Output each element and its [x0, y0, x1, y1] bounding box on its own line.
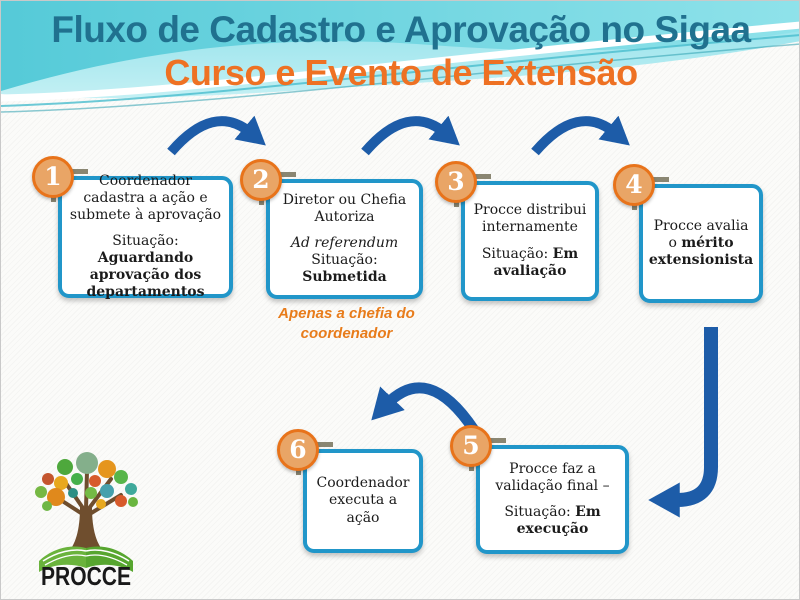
step-3: Procce distribui internamente Situação: …	[435, 161, 599, 301]
step-2-note: Apenas a chefia do coordenador	[278, 305, 415, 342]
step-1: Coordenador cadastra a ação e submete à …	[32, 156, 233, 301]
step-5-status: Situação: Em execução	[504, 504, 601, 538]
step-4: Procce avalia o mérito extensionista 4	[613, 164, 763, 303]
procce-logo: PROCCE	[35, 452, 138, 589]
arrow-step1-to-step2	[167, 115, 266, 156]
arrow-step4-to-step5	[648, 327, 718, 518]
slide-title: Fluxo de Cadastro e Aprovação no Sigaa	[51, 9, 751, 50]
step-5-number-badge: 5	[450, 425, 492, 467]
step-5: Procce faz a validação final – Situação:…	[450, 425, 629, 554]
step-5-text: Procce faz a validação final –	[495, 460, 610, 494]
step-6-number-badge: 6	[277, 429, 319, 471]
tree-foliage-dots	[35, 452, 138, 511]
step-1-text: Coordenador cadastra a ação e submete à …	[69, 172, 222, 223]
step-2-detail: Ad referendum Situação: Submetida	[290, 234, 399, 286]
step-3-number-badge: 3	[435, 161, 477, 203]
step-1-number-badge: 1	[32, 156, 74, 198]
step-2-number-badge: 2	[240, 159, 282, 201]
header-wave-decoration	[1, 1, 799, 113]
procce-logo-text: PROCCE	[41, 561, 131, 589]
step-2: Diretor ou Chefia Autoriza Ad referendum…	[240, 159, 423, 299]
arrow-step3-to-step4	[531, 115, 630, 156]
step-6: Coordenador executa a ação 6	[277, 429, 423, 553]
tree-trunk	[66, 507, 107, 556]
step-3-text: Procce distribui internamente	[473, 202, 587, 236]
step-1-status: Situação: Aguardando aprovação dos depar…	[86, 232, 205, 301]
open-book	[39, 546, 133, 572]
step-2-text: Diretor ou Chefia Autoriza	[282, 191, 407, 225]
step-3-status: Situação: Em avaliação	[481, 245, 579, 279]
step-4-text: Procce avalia o mérito extensionista	[648, 217, 754, 269]
arrow-step2-to-step3	[361, 115, 460, 156]
step-6-text: Coordenador executa a ação	[316, 475, 410, 526]
step-4-number-badge: 4	[613, 164, 655, 206]
arrow-step5-to-step6	[371, 382, 479, 434]
step-1-box: Coordenador cadastra a ação e submete à …	[58, 172, 233, 301]
slide-subtitle: Curso e Evento de Extensão	[164, 52, 638, 94]
